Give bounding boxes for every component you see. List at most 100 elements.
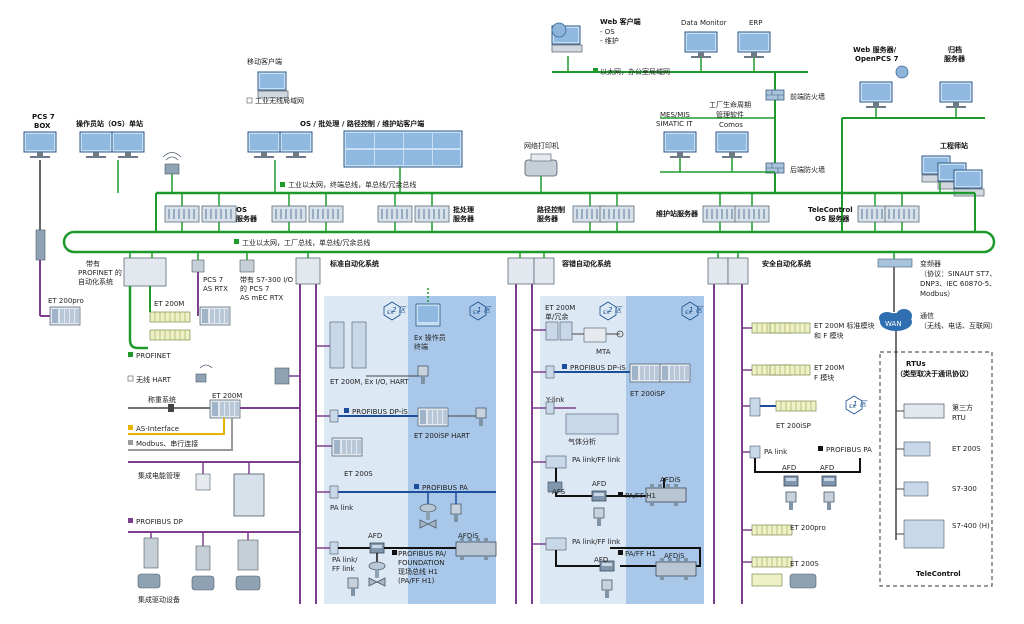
safe-et200m-f-label2: F 模块 <box>814 373 834 382</box>
plm-label2: 管理软件 <box>716 110 744 119</box>
os-server-label: OS <box>236 206 247 214</box>
as-rtx-label2: AS RTX <box>203 285 228 293</box>
web-server-globe-icon <box>895 65 909 79</box>
server-4-icon <box>308 205 344 223</box>
safe-et200m-label: ET 200M 标准模块 <box>814 321 875 330</box>
os-client-video-wall <box>343 130 463 168</box>
profinet-as-icon <box>123 257 167 287</box>
ex-terminal-label: Ex 操作员 <box>414 333 446 342</box>
afdis-std-label: AFDiS <box>458 532 479 540</box>
afs-icon <box>547 481 563 493</box>
web-server-group: Web 服务器/ OpenPCS 7 归档 服务器 <box>853 45 973 109</box>
ex-terminal-label2: 终端 <box>414 342 428 351</box>
batch-server-label2: 服务器 <box>453 214 475 223</box>
mes-label2: SIMATIC IT <box>656 120 693 128</box>
mes-label: MES/MIS <box>660 111 690 119</box>
drive-1-icon <box>137 537 161 589</box>
third-rtu-label2: RTU <box>952 414 966 422</box>
red-auto-label: 容错自动化系统 <box>561 259 611 268</box>
os-single-label: 操作员站（OS）单站 <box>76 119 143 128</box>
pcs7-box-label: PCS 7 <box>32 113 55 121</box>
redundant-as-icon <box>507 257 555 285</box>
red-et200m-icon1 <box>545 321 559 341</box>
safe-et200isp-label: ET 200iSP <box>776 422 811 430</box>
red-pa-ff-link-label: PA link/FF link <box>572 456 621 464</box>
erp-label: ERP <box>749 19 763 27</box>
zone2-redundant-area <box>540 296 626 604</box>
safe-pa-link-label: PA link <box>764 448 788 456</box>
mec-rtx-icon <box>239 259 255 273</box>
afd-red1-icon <box>591 490 607 502</box>
red-et200m-label2: 单/冗余 <box>545 312 568 321</box>
power-meter-icon <box>195 473 211 491</box>
mes-icon <box>663 131 697 159</box>
web-server-icon <box>859 81 893 109</box>
mobile-client-icon <box>257 71 289 99</box>
modbus-legend: Modbus、串行连接 <box>136 439 198 448</box>
plant-bus-label: 工业以太网，工厂总线，单总线/冗余总线 <box>242 238 370 247</box>
wireless-hart-icon <box>195 364 213 383</box>
plm-label3: Comos <box>719 121 743 129</box>
profibus-dp-legend: PROFIBUS DP <box>136 518 183 526</box>
third-rtu-label: 第三方 <box>952 403 973 412</box>
batch-server-2-icon <box>414 205 450 223</box>
safe-et200m-std-icon2 <box>769 322 811 334</box>
web-client-maint: - 维护 <box>600 36 619 45</box>
mta-icon <box>572 327 624 343</box>
afs-label: AFS <box>552 488 566 496</box>
rtu-et200s-icon <box>903 441 931 457</box>
rtu-s7400-label: S7-400 (H) <box>952 522 990 530</box>
maint-server-2-icon <box>734 205 770 223</box>
red-profibus-dp-is-label: PROFIBUS DP-iS <box>570 364 626 372</box>
afd-red1-label: AFD <box>592 480 606 488</box>
et200pro-left-label: ET 200pro <box>48 297 84 305</box>
power-mgmt-label: 集成电能管理 <box>138 471 180 480</box>
pa-found-label3: 现场总线 H1 <box>398 567 438 576</box>
data-monitor-icon <box>684 31 718 59</box>
weighing-label: 称重系统 <box>148 395 176 404</box>
globe-icon <box>551 22 567 38</box>
os-server-1-icon <box>164 205 200 223</box>
drive-3-icon <box>235 539 261 591</box>
office-client-group: Web 客户端 - OS - 维护 Data Monitor ERP <box>551 17 771 59</box>
profibus-dp-is-label: PROFIBUS DP-iS <box>352 408 408 416</box>
afdis-red2-label: AFDiS <box>664 552 685 560</box>
engineering-label: 工程师站 <box>940 141 968 150</box>
route-server-label: 路径控制 <box>537 205 565 214</box>
erp-icon <box>737 31 771 59</box>
plm-icon <box>715 131 749 159</box>
safety-as-icon <box>707 257 749 285</box>
mta-label: MTA <box>596 348 611 356</box>
rtu-s7400-icon <box>903 519 945 549</box>
safe-et200m-f-icon2 <box>769 364 811 376</box>
os-server-2-icon <box>201 205 237 223</box>
safe-et200pro-icon <box>751 524 793 536</box>
gas-analyzer-icon <box>565 413 619 435</box>
as-rtx-label: PCS 7 <box>203 276 223 284</box>
network-printer-icon <box>524 153 558 177</box>
safe-et200m-f-label: ET 200M <box>814 364 844 372</box>
red-et200m-icon2 <box>559 321 573 341</box>
red-et200isp-icon2 <box>659 363 691 383</box>
pa-found-label4: (PA/FF H1) <box>398 577 435 585</box>
mobile-client-label: 移动客户端 <box>247 57 282 66</box>
profinet-sys-label: 带有 <box>86 259 100 268</box>
zone1-safe-label: 1 区 <box>853 400 868 408</box>
zone1-std-label: 1 区 <box>477 306 492 314</box>
rtus-label: RTUs <box>906 360 926 368</box>
server-3-icon <box>271 205 307 223</box>
red-et200m-label: ET 200M <box>545 304 575 312</box>
network-printer-label: 网络打印机 <box>524 141 559 150</box>
plant-bus-ring <box>62 230 996 254</box>
plm-label: 工厂生命周期 <box>709 100 751 109</box>
red-et200isp-icon <box>629 363 661 383</box>
zone1-red-label: 1 区 <box>689 306 704 314</box>
front-firewall-label: 前端防火墙 <box>790 92 825 101</box>
pcs7-box-label2: BOX <box>34 122 51 130</box>
converter-label4: Modbus） <box>920 290 954 298</box>
rtus-label2: （类型取决于通讯协议） <box>896 369 973 378</box>
pa-ff-link-std-label2: FF link <box>332 565 356 573</box>
std-as-icon <box>295 257 321 285</box>
safe-et200s-io-icon <box>751 573 783 587</box>
